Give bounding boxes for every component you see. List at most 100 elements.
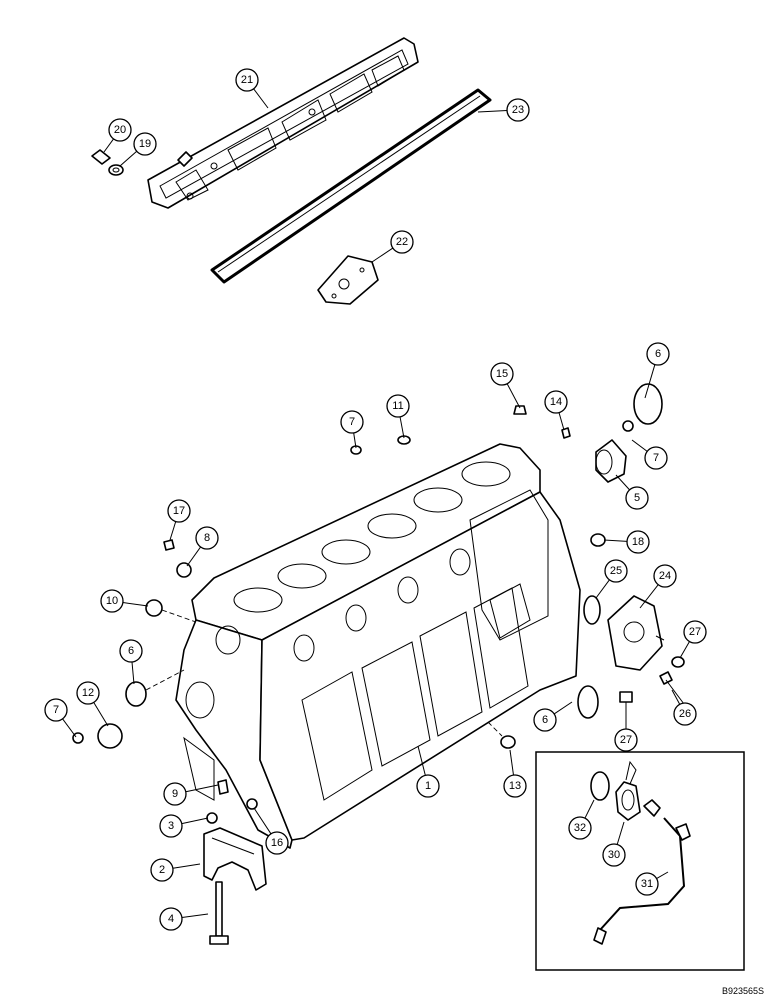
callout-label: 17 xyxy=(173,505,185,517)
leader-c32 xyxy=(584,799,595,819)
callout-label: 12 xyxy=(82,687,94,699)
leader-c21 xyxy=(253,88,269,109)
callout-circle xyxy=(626,530,650,554)
callout-circle xyxy=(416,774,440,798)
leader-c7a xyxy=(353,432,357,449)
callout-c7c: 7 xyxy=(44,698,68,722)
leader-c27a xyxy=(679,641,690,659)
callout-c21: 21 xyxy=(235,68,259,92)
callout-c15: 15 xyxy=(490,362,514,386)
leader-c13 xyxy=(509,749,514,776)
callout-c13: 13 xyxy=(503,774,527,798)
callout-label: 9 xyxy=(172,788,178,800)
leader-c15 xyxy=(506,383,521,409)
callout-c14: 14 xyxy=(544,390,568,414)
plug-13 xyxy=(487,721,516,749)
callout-c19: 19 xyxy=(133,132,157,156)
callout-c4: 4 xyxy=(159,907,183,931)
leader-c18 xyxy=(603,539,628,542)
callout-circle xyxy=(503,774,527,798)
callout-circle xyxy=(602,843,626,867)
nut-27-bottom xyxy=(619,691,633,703)
seal-6-rear xyxy=(577,685,599,719)
callout-label: 25 xyxy=(610,565,622,577)
bolt-20 xyxy=(91,149,111,165)
callout-c27a: 27 xyxy=(683,620,707,644)
main-bearing-cap-2 xyxy=(203,827,267,891)
leader-c6b xyxy=(131,661,135,685)
callout-circle xyxy=(265,831,289,855)
leader-c10 xyxy=(122,602,149,607)
plug-18 xyxy=(590,533,606,547)
heater-harness-31 xyxy=(593,817,691,945)
callout-circle xyxy=(195,526,219,550)
leader-c3 xyxy=(181,817,209,825)
pump-cover-24 xyxy=(607,595,665,671)
leader-c1 xyxy=(417,745,426,776)
callout-c6a: 6 xyxy=(646,342,670,366)
callout-label: 14 xyxy=(550,396,562,408)
leader-c30 xyxy=(616,821,625,845)
callout-c23: 23 xyxy=(506,98,530,122)
plug-14 xyxy=(561,427,571,439)
callout-c31: 31 xyxy=(635,872,659,896)
callout-circle xyxy=(119,639,143,663)
callout-label: 20 xyxy=(114,124,126,136)
callout-circle xyxy=(159,814,183,838)
plug-12 xyxy=(97,723,123,749)
valve-cover xyxy=(147,37,419,209)
callout-circle xyxy=(533,708,557,732)
callout-circle xyxy=(159,907,183,931)
callout-circle xyxy=(167,499,191,523)
callout-label: 7 xyxy=(653,452,659,464)
callout-label: 3 xyxy=(168,820,174,832)
callout-circle xyxy=(76,681,100,705)
leader-c26 xyxy=(671,689,681,705)
bolt-26 xyxy=(659,671,691,713)
callout-circle xyxy=(100,589,124,613)
callout-c7b: 7 xyxy=(644,446,668,470)
callout-label: 7 xyxy=(53,704,59,716)
plug-10 xyxy=(145,599,197,623)
callout-circle xyxy=(646,342,670,366)
callout-label: 5 xyxy=(634,492,640,504)
engine-block xyxy=(175,443,581,849)
callout-c9: 9 xyxy=(163,782,187,806)
oring-32 xyxy=(590,771,610,801)
callout-label: 27 xyxy=(689,626,701,638)
callout-label: 6 xyxy=(655,348,661,360)
callout-c5: 5 xyxy=(625,486,649,510)
callout-c10: 10 xyxy=(100,589,124,613)
dowel-9 xyxy=(217,779,229,795)
leader-c25 xyxy=(595,579,610,599)
callout-c3: 3 xyxy=(159,814,183,838)
callout-label: 16 xyxy=(271,837,283,849)
leader-c31 xyxy=(656,871,669,879)
callout-label: 26 xyxy=(679,708,691,720)
leader-c6c xyxy=(553,701,573,715)
inset-heater-detail xyxy=(535,751,745,971)
callout-label: 30 xyxy=(608,849,620,861)
drawing-code: B923565S xyxy=(722,986,764,996)
callout-label: 22 xyxy=(396,236,408,248)
callout-c7a: 7 xyxy=(340,410,364,434)
callout-circle xyxy=(544,390,568,414)
leader-c9 xyxy=(185,784,219,793)
callout-label: 6 xyxy=(128,645,134,657)
callout-circle xyxy=(644,446,668,470)
callout-label: 15 xyxy=(496,368,508,380)
plug-17 xyxy=(163,539,175,551)
callout-c1: 1 xyxy=(416,774,440,798)
seal-6-front xyxy=(125,669,185,707)
plug-7-top xyxy=(622,420,634,432)
callout-c20: 20 xyxy=(108,118,132,142)
callout-label: 1 xyxy=(425,780,431,792)
callout-c22: 22 xyxy=(390,230,414,254)
leader-c2 xyxy=(172,863,201,869)
callout-label: 27 xyxy=(620,734,632,746)
callout-circle xyxy=(235,68,259,92)
callout-circle xyxy=(390,230,414,254)
callout-circle xyxy=(568,816,592,840)
leader-c16 xyxy=(253,807,272,835)
